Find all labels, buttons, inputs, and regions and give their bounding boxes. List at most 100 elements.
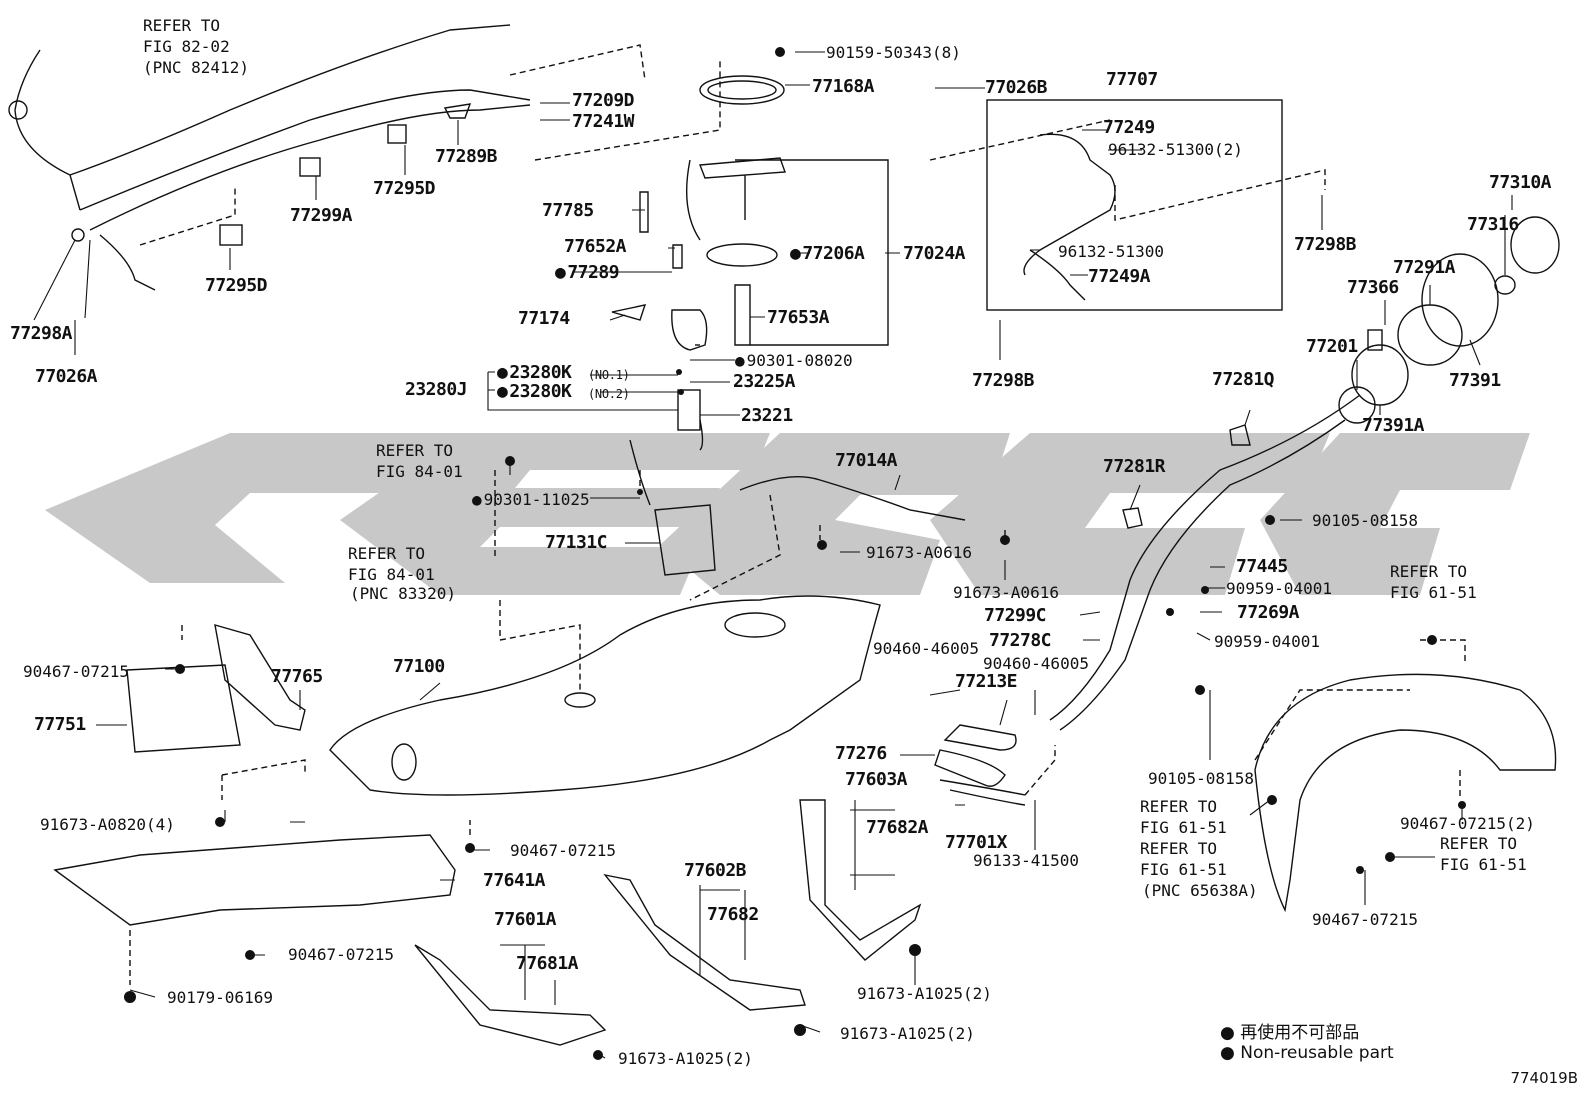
spring-77652A — [672, 244, 683, 269]
pump-harness — [629, 419, 704, 506]
dashed-ref-77707 — [929, 119, 1326, 221]
label-77310A: 77310A — [1489, 172, 1552, 193]
clip-77174 — [611, 304, 647, 321]
bracket-77785 — [639, 191, 649, 233]
label-77653A: 77653A — [767, 307, 830, 328]
label-90460-46005-2: 90460-46005 — [983, 654, 1089, 673]
ref-fig-84-01-b-line1: REFER TO — [348, 544, 426, 563]
bracket-23280J — [487, 371, 678, 411]
label-77174: 77174 — [518, 308, 570, 329]
label-90959-04001-1: 90959-04001 — [1226, 579, 1332, 598]
tank-pump-opening — [724, 612, 786, 638]
clamp-77289B — [443, 103, 472, 119]
box-77707 — [986, 99, 1283, 311]
label-77765: 77765 — [271, 666, 323, 687]
label-91673-A1025-2: 91673-A1025(2) — [840, 1024, 975, 1043]
pump-23221 — [677, 389, 701, 431]
label-77316: 77316 — [1467, 214, 1519, 235]
label-77100: 77100 — [393, 656, 445, 677]
watermark-shape-5 — [1260, 433, 1530, 595]
label-77024A: 77024A — [903, 243, 966, 264]
label-77391A: 77391A — [1362, 415, 1425, 436]
spring-77653A — [734, 284, 751, 346]
label-77391: 77391 — [1449, 370, 1501, 391]
label-23280K-1: 23280K — [497, 364, 572, 382]
label-90105-08158-2: 90105-08158 — [1148, 769, 1254, 788]
ref-fig-61-51-b-line1: REFER TO — [1140, 797, 1218, 816]
label-23280K-2: 23280K — [497, 383, 572, 401]
fender-liner — [1254, 673, 1557, 913]
label-77289: 77289 — [555, 264, 619, 282]
watermark-shape-4 — [930, 433, 1330, 595]
ref-fig-82-line2: FIG 82-02 — [143, 37, 230, 56]
label-77652A: 77652A — [564, 236, 627, 257]
sender-77131C — [654, 504, 716, 576]
seal-77391 — [1421, 253, 1499, 347]
label-90159-50343: 90159-50343(8) — [826, 43, 961, 62]
ref-fig-84-01-b-line2: FIG 84-01 — [348, 565, 435, 584]
clip-77366 — [1367, 329, 1383, 351]
label-77602B: 77602B — [684, 860, 747, 881]
label-77269A: 77269A — [1237, 602, 1300, 623]
filter-77174 — [671, 309, 708, 351]
fuel-tank-77100 — [329, 595, 881, 796]
label-90301-11025: 90301-11025 — [472, 491, 590, 509]
label-23221: 23221 — [741, 405, 793, 426]
label-77298B-2: 77298B — [972, 370, 1035, 391]
label-90467-07215-1: 90467-07215 — [23, 662, 129, 681]
bracket-77281Q — [1229, 424, 1251, 446]
label-77707: 77707 — [1106, 69, 1158, 90]
legend-english-text: Non-reusable part — [1240, 1043, 1394, 1063]
dashed-ref-tank — [494, 470, 1006, 601]
label-77206A: 77206A — [790, 245, 865, 263]
line-art — [8, 24, 1560, 1059]
legend-english: ● Non-reusable part — [1220, 1043, 1394, 1063]
label-77201: 77201 — [1306, 336, 1358, 357]
label-90467-07215-4: 90467-07215 — [1312, 910, 1418, 929]
label-77445: 77445 — [1236, 556, 1288, 577]
ref-fig-61-51-c-line3: (PNC 65638A) — [1142, 881, 1258, 900]
label-77249A: 77249A — [1088, 266, 1151, 287]
label-77298A: 77298A — [10, 323, 73, 344]
legend-japanese-text: 再使用不可部品 — [1240, 1023, 1360, 1043]
strap-77603A — [799, 799, 922, 961]
drawing-code: 774019B — [1510, 1069, 1578, 1087]
label-90301-08020: 90301-08020 — [735, 352, 853, 370]
label-77289B: 77289B — [435, 146, 498, 167]
label-90179-06169: 90179-06169 — [167, 988, 273, 1007]
label-77026B: 77026B — [985, 77, 1048, 98]
ref-fig-61-51-d-line1: REFER TO — [1440, 834, 1518, 853]
label-91673-A1025-3: 91673-A1025(2) — [618, 1049, 753, 1068]
label-77299A: 77299A — [290, 205, 353, 226]
label-77026A: 77026A — [35, 366, 98, 387]
clamp-77295D-1 — [387, 124, 407, 144]
tank-port-2 — [564, 692, 596, 708]
label-77295D-1: 77295D — [373, 178, 436, 199]
strap-77601A — [414, 944, 607, 1046]
ref-fig-82-line3: (PNC 82412) — [143, 58, 249, 77]
ref-fig-84-01-a-line2: FIG 84-01 — [376, 462, 463, 481]
shield-77641A — [53, 834, 456, 926]
legend-dot-icon: ● — [1220, 1043, 1235, 1063]
label-77641A: 77641A — [483, 870, 546, 891]
bracket-77765 — [214, 624, 306, 731]
label-77751: 77751 — [34, 714, 86, 735]
ring-77168A — [699, 75, 785, 105]
clamp-77295D-2 — [219, 224, 243, 246]
fuel-line-middle — [79, 89, 531, 211]
cap-77310A — [1510, 216, 1560, 274]
ref-fig-61-51-c-line2: FIG 61-51 — [1140, 860, 1227, 879]
label-77281Q: 77281Q — [1212, 369, 1275, 390]
hose-77701X — [939, 779, 1026, 806]
label-91673-A1025-1: 91673-A1025(2) — [857, 984, 992, 1003]
housing-77291A — [1397, 304, 1463, 366]
label-96132-51300-2: 96132-51300(2) — [1108, 140, 1243, 159]
label-77276: 77276 — [835, 743, 887, 764]
label-77682A: 77682A — [866, 817, 929, 838]
label-90467-07215-5: 90467-07215 — [288, 945, 394, 964]
label-no2: (NO.2) — [588, 387, 630, 401]
ref-fig-61-51-a-line1: REFER TO — [1390, 562, 1468, 581]
label-77281R: 77281R — [1103, 456, 1166, 477]
